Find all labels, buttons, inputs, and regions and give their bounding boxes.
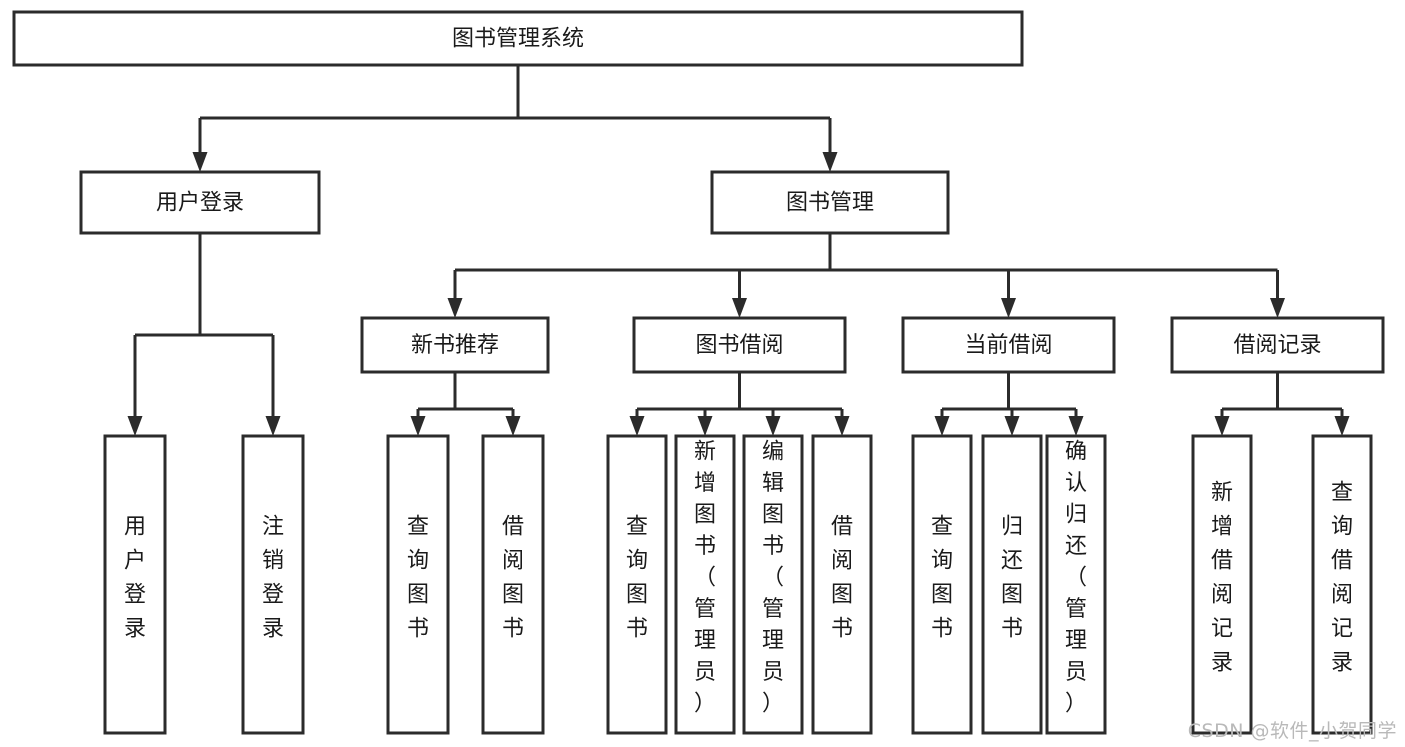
node-box-borrow[interactable] — [632, 316, 847, 374]
node-label-borrow: 图书借阅 — [695, 333, 783, 358]
node-records[interactable]: 借阅记录 — [1170, 316, 1385, 374]
node-bookmgmt[interactable]: 图书管理 — [710, 170, 950, 235]
node-label-newbook: 新书推荐 — [411, 333, 499, 358]
arrow-head-icon — [1001, 298, 1016, 318]
node-box-leaf-b1[interactable] — [481, 434, 545, 735]
node-box-login[interactable] — [79, 170, 321, 235]
node-leaf-b2[interactable]: 借阅图书 — [811, 434, 873, 735]
node-leaf-q2[interactable]: 查询图书 — [606, 434, 668, 735]
node-leaf-logout[interactable]: 注销登录 — [241, 434, 305, 735]
node-label-leaf-addrec: 新增借阅记录 — [1211, 481, 1233, 676]
node-box-leaf-qrec[interactable] — [1311, 434, 1373, 735]
node-borrow[interactable]: 图书借阅 — [632, 316, 847, 374]
node-label-current: 当前借阅 — [964, 333, 1052, 358]
node-label-leaf-add: 新增图书（管理员） — [694, 440, 716, 717]
node-box-newbook[interactable] — [360, 316, 550, 374]
node-box-leaf-addrec[interactable] — [1191, 434, 1253, 735]
node-leaf-b1[interactable]: 借阅图书 — [481, 434, 545, 735]
node-box-leaf-edit[interactable] — [742, 434, 804, 735]
node-login[interactable]: 用户登录 — [79, 170, 321, 235]
arrow-head-icon — [1004, 416, 1020, 436]
node-label-leaf-logout: 注销登录 — [262, 515, 284, 642]
node-box-leaf-logout[interactable] — [241, 434, 305, 735]
node-newbook[interactable]: 新书推荐 — [360, 316, 550, 374]
connector-group-newbook — [410, 372, 521, 436]
node-label-leaf-b1: 借阅图书 — [502, 515, 524, 642]
connector-group-root — [192, 65, 838, 172]
connector-group-bookmgmt — [447, 233, 1285, 318]
arrow-head-icon — [1068, 416, 1084, 436]
arrow-head-icon — [1270, 298, 1285, 318]
node-label-leaf-confirm: 确认归还（管理员） — [1065, 440, 1087, 717]
node-leaf-edit[interactable]: 编辑图书（管理员） — [742, 434, 804, 735]
node-label-leaf-qrec: 查询借阅记录 — [1331, 481, 1353, 676]
node-current[interactable]: 当前借阅 — [901, 316, 1116, 374]
node-box-leaf-b2[interactable] — [811, 434, 873, 735]
node-box-current[interactable] — [901, 316, 1116, 374]
node-layer: 图书管理系统用户登录图书管理新书推荐图书借阅当前借阅借阅记录用户登录注销登录查询… — [12, 10, 1385, 735]
node-box-leaf-q3[interactable] — [911, 434, 973, 735]
arrow-head-icon — [1334, 416, 1350, 436]
connector-layer — [127, 65, 1350, 436]
node-label-leaf-b2: 借阅图书 — [831, 515, 853, 642]
arrow-head-icon — [834, 416, 850, 436]
node-leaf-qrec[interactable]: 查询借阅记录 — [1311, 434, 1373, 735]
node-leaf-q1[interactable]: 查询图书 — [386, 434, 450, 735]
node-leaf-addrec[interactable]: 新增借阅记录 — [1191, 434, 1253, 735]
arrow-head-icon — [192, 152, 208, 172]
node-leaf-login[interactable]: 用户登录 — [103, 434, 167, 735]
node-label-leaf-login: 用户登录 — [124, 515, 146, 642]
node-label-leaf-q1: 查询图书 — [407, 515, 429, 642]
arrow-head-icon — [265, 416, 281, 436]
node-box-leaf-login[interactable] — [103, 434, 167, 735]
connector-group-login — [127, 233, 281, 436]
arrow-head-icon — [934, 416, 950, 436]
arrow-head-icon — [697, 416, 713, 436]
arrow-head-icon — [410, 416, 426, 436]
arrow-head-icon — [822, 152, 838, 172]
connector-group-current — [934, 372, 1084, 436]
node-box-root[interactable] — [12, 10, 1024, 67]
node-label-bookmgmt: 图书管理 — [786, 191, 874, 216]
node-leaf-add[interactable]: 新增图书（管理员） — [674, 434, 736, 735]
arrow-head-icon — [1214, 416, 1230, 436]
node-box-bookmgmt[interactable] — [710, 170, 950, 235]
connector-group-records — [1214, 372, 1350, 436]
node-leaf-q3[interactable]: 查询图书 — [911, 434, 973, 735]
node-label-leaf-return: 归还图书 — [1001, 515, 1023, 642]
node-label-records: 借阅记录 — [1233, 333, 1321, 358]
arrow-head-icon — [629, 416, 645, 436]
node-box-records[interactable] — [1170, 316, 1385, 374]
node-root[interactable]: 图书管理系统 — [12, 10, 1024, 67]
arrow-head-icon — [732, 298, 747, 318]
node-box-leaf-q2[interactable] — [606, 434, 668, 735]
node-label-login: 用户登录 — [156, 191, 244, 216]
node-label-leaf-q2: 查询图书 — [626, 515, 648, 642]
node-label-root: 图书管理系统 — [452, 27, 584, 52]
node-leaf-confirm[interactable]: 确认归还（管理员） — [1045, 434, 1107, 735]
arrow-head-icon — [127, 416, 143, 436]
node-box-leaf-return[interactable] — [981, 434, 1043, 735]
node-box-leaf-add[interactable] — [674, 434, 736, 735]
arrow-head-icon — [447, 298, 463, 318]
arrow-head-icon — [505, 416, 521, 436]
node-label-leaf-q3: 查询图书 — [931, 515, 953, 642]
node-label-leaf-edit: 编辑图书（管理员） — [762, 440, 784, 717]
connector-group-borrow — [629, 372, 850, 436]
node-leaf-return[interactable]: 归还图书 — [981, 434, 1043, 735]
arrow-head-icon — [765, 416, 781, 436]
node-box-leaf-confirm[interactable] — [1045, 434, 1107, 735]
node-box-leaf-q1[interactable] — [386, 434, 450, 735]
